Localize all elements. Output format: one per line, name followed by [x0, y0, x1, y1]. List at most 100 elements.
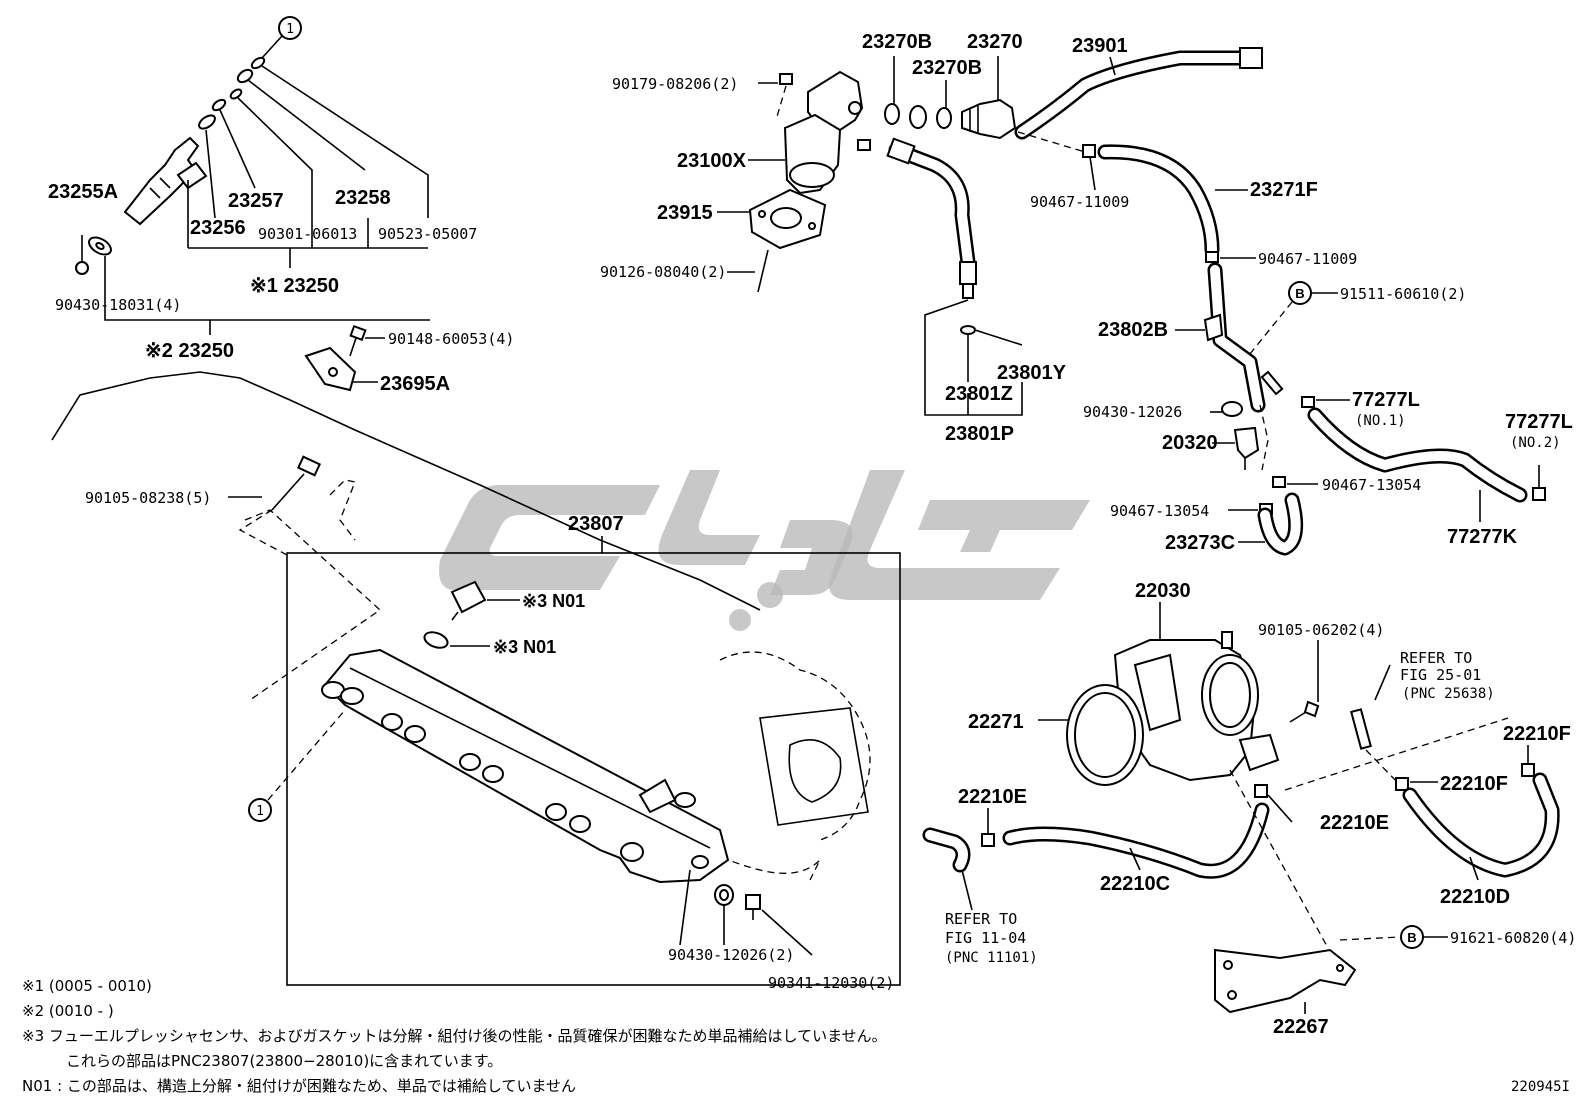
label-77277L-2-no: (NO.2) [1510, 435, 1561, 451]
label-90341: 90341-12030(2) [768, 974, 894, 992]
pipe-23802B[interactable] [1203, 262, 1284, 413]
label-91511: 91511-60610(2) [1340, 285, 1466, 303]
label-23250-1: ※1 23250 [250, 275, 339, 297]
label-23270: 23270 [967, 31, 1023, 53]
label-91621: 91621-60820(4) [1450, 929, 1576, 947]
o-ring-23256[interactable] [197, 113, 217, 132]
callout-b-top-letter: B [1295, 286, 1304, 301]
hose-77277K[interactable] [1307, 407, 1528, 503]
label-22030: 22030 [1135, 580, 1191, 602]
callout-circle-1-bottom [248, 798, 272, 822]
o-ring-23257[interactable] [211, 98, 227, 113]
label-90430-12026-2: 90430-12026(2) [668, 946, 794, 964]
clip-90467-13054-a[interactable] [1272, 476, 1286, 488]
label-90523: 90523-05007 [378, 225, 477, 243]
o-ring-23801Z[interactable] [960, 325, 976, 335]
bolt-90105-08238[interactable] [271, 455, 322, 511]
callout-1-top: 1 [286, 22, 294, 37]
hose-22210D[interactable] [1402, 772, 1560, 878]
clamp-22210E-b[interactable] [1254, 784, 1268, 798]
insulator-23258[interactable] [236, 67, 255, 84]
damper-23270[interactable] [961, 98, 1017, 140]
bolt-90148[interactable] [349, 324, 367, 357]
bolt-90341[interactable] [745, 894, 761, 920]
gasket-22271[interactable] [1066, 684, 1144, 786]
clamp-77277L-2[interactable] [1532, 487, 1546, 501]
footnote-n01: N01 : この部品は、構造上分解・組付けが困難なため、単品では補給していません [22, 1077, 576, 1095]
label-22210D: 22210D [1440, 886, 1510, 908]
washer-90430-12026-rail[interactable] [714, 884, 734, 906]
label-22210F-a: 22210F [1503, 723, 1571, 745]
vsv-20320[interactable] [1233, 426, 1260, 470]
label-23801P: 23801P [945, 423, 1014, 445]
ref-11-line2: FIG 11-04 [945, 929, 1026, 947]
clamp-77277L-1[interactable] [1301, 396, 1315, 408]
label-n01-gasket: ※3 N01 [493, 637, 556, 657]
label-90148: 90148-60053(4) [388, 330, 514, 348]
callout-circle-1-top [278, 16, 302, 40]
clip-90467-11009-a[interactable] [1082, 144, 1096, 158]
label-20320: 20320 [1162, 432, 1218, 454]
fuel-pipe-23801[interactable] [886, 137, 977, 299]
hose-23271F[interactable] [1097, 144, 1220, 258]
clip-90467-11009-b[interactable] [1205, 251, 1219, 263]
label-22210E-b: 22210E [1320, 812, 1389, 834]
footnote-3: ※3 フューエルプレッシャセンサ、およびガスケットは分解・組付け後の性能・品質確… [22, 1027, 887, 1045]
bolt-90105-06202[interactable] [1289, 700, 1320, 723]
clamp-23695A[interactable] [304, 346, 357, 392]
clamp-22210F-a[interactable] [1521, 763, 1535, 777]
label-90467-13054-a: 90467-13054 [1322, 476, 1421, 494]
fuel-rail-23807[interactable] [321, 648, 730, 884]
label-23270B-a: 23270B [862, 31, 932, 53]
throttle-body-group: 22030 22271 90105-06202(4) REFER TO FIG … [922, 580, 1576, 1038]
hose-22210C[interactable] [1002, 802, 1270, 879]
stud-90126[interactable] [757, 249, 769, 293]
label-23801Z: 23801Z [945, 383, 1013, 405]
label-77277L-1-no: (NO.1) [1355, 413, 1406, 429]
washer-90430-12026-vsv[interactable] [1221, 401, 1243, 417]
o-ring-90301[interactable] [229, 88, 243, 101]
clamp-22210E-a[interactable] [981, 833, 995, 847]
footnote-2: ※2 (0010 - ) [22, 1002, 114, 1020]
label-90179: 90179-08206(2) [612, 75, 738, 93]
label-23695A: 23695A [380, 373, 450, 395]
hose-end-11101 [922, 827, 971, 873]
label-23256: 23256 [190, 217, 246, 239]
gasket-N01[interactable] [422, 629, 449, 650]
label-22267: 22267 [1273, 1016, 1329, 1038]
o-ring-23270B-a[interactable] [884, 103, 900, 125]
hose-23273C[interactable] [1257, 492, 1304, 556]
regulator-body-23100X[interactable] [783, 70, 871, 195]
label-90467-11009-a: 90467-11009 [1030, 193, 1129, 211]
box-23807 [286, 552, 901, 986]
pipe-end-25638 [1350, 708, 1372, 750]
label-23271F: 23271F [1250, 179, 1318, 201]
o-ring-23270B-b[interactable] [936, 107, 952, 129]
footnote-1: ※1 (0005 - 0010) [22, 977, 152, 995]
fuel-pipe-23901[interactable] [1014, 47, 1263, 140]
gasket-23915[interactable] [748, 188, 827, 250]
spacer[interactable] [909, 105, 927, 129]
label-22210F-b: 22210F [1440, 773, 1508, 795]
label-90467-11009-b: 90467-11009 [1258, 250, 1357, 268]
label-90105-08238: 90105-08238(5) [85, 489, 211, 507]
label-23255A: 23255A [48, 181, 118, 203]
label-90105-06202: 90105-06202(4) [1258, 621, 1384, 639]
washer-90430[interactable] [86, 234, 114, 258]
label-90430-12026-1: 90430-12026 [1083, 403, 1182, 421]
bolt-90179[interactable] [779, 73, 793, 85]
pressure-sensor-N01[interactable] [450, 580, 487, 621]
label-90467-13054-b: 90467-13054 [1110, 502, 1209, 520]
nut-23255A[interactable] [75, 235, 89, 275]
o-ring-90523[interactable] [250, 56, 266, 71]
throttle-body-22030[interactable] [1113, 631, 1280, 782]
label-23270B-b: 23270B [912, 57, 982, 79]
label-22210E-a: 22210E [958, 786, 1027, 808]
bracket-22267[interactable] [1214, 948, 1357, 1014]
injector-23250[interactable] [123, 136, 208, 226]
clamp-22210F-b[interactable] [1395, 777, 1409, 791]
label-77277K: 77277K [1447, 526, 1518, 548]
callout-1-bottom: 1 [256, 804, 264, 819]
label-22210C: 22210C [1100, 873, 1170, 895]
